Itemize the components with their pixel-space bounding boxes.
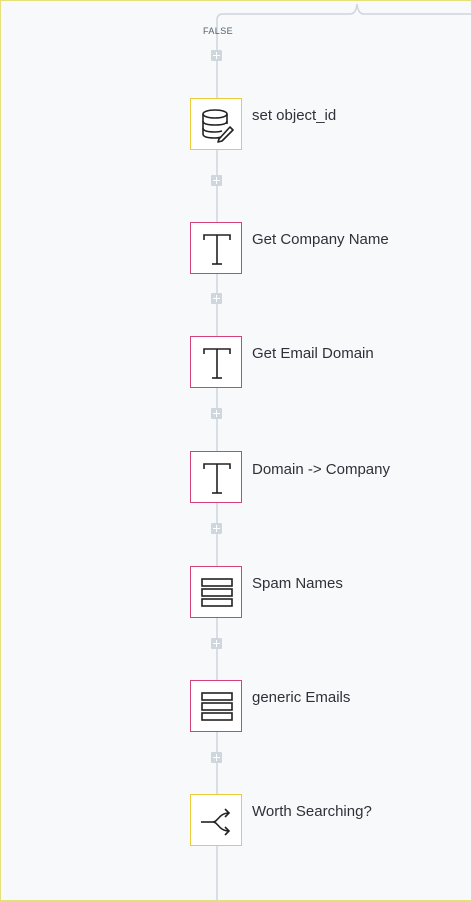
step-node-worth-searching[interactable] — [190, 794, 242, 846]
step-label: Get Email Domain — [252, 345, 374, 362]
step-label: Spam Names — [252, 575, 343, 592]
step-node-spam-names[interactable] — [190, 566, 242, 618]
step-node-get-email-domain[interactable] — [190, 336, 242, 388]
text-t-icon — [203, 463, 231, 494]
add-step-button[interactable] — [211, 50, 222, 61]
step-label: set object_id — [252, 107, 337, 124]
step-node-domain-to-company[interactable] — [190, 451, 242, 503]
step-label: generic Emails — [252, 689, 351, 706]
add-step-button[interactable] — [211, 175, 222, 186]
step-label: Worth Searching? — [252, 803, 372, 820]
add-step-button[interactable] — [211, 408, 222, 419]
add-step-button[interactable] — [211, 638, 222, 649]
step-node-generic-emails[interactable] — [190, 680, 242, 732]
step-node-set-object-id[interactable] — [190, 98, 242, 150]
step-label: Domain -> Company — [252, 461, 390, 478]
step-label: Get Company Name — [252, 231, 389, 248]
add-step-button[interactable] — [211, 523, 222, 534]
add-step-button[interactable] — [211, 752, 222, 763]
add-step-button[interactable] — [211, 293, 222, 304]
text-t-icon — [203, 234, 231, 265]
list-rows-icon — [201, 692, 233, 721]
step-node-get-company-name[interactable] — [190, 222, 242, 274]
list-rows-icon — [201, 578, 233, 607]
branch-label-false: FALSE — [202, 26, 233, 36]
text-t-icon — [203, 348, 231, 379]
database-edit-icon — [202, 109, 234, 143]
branch-split-icon — [201, 808, 231, 836]
